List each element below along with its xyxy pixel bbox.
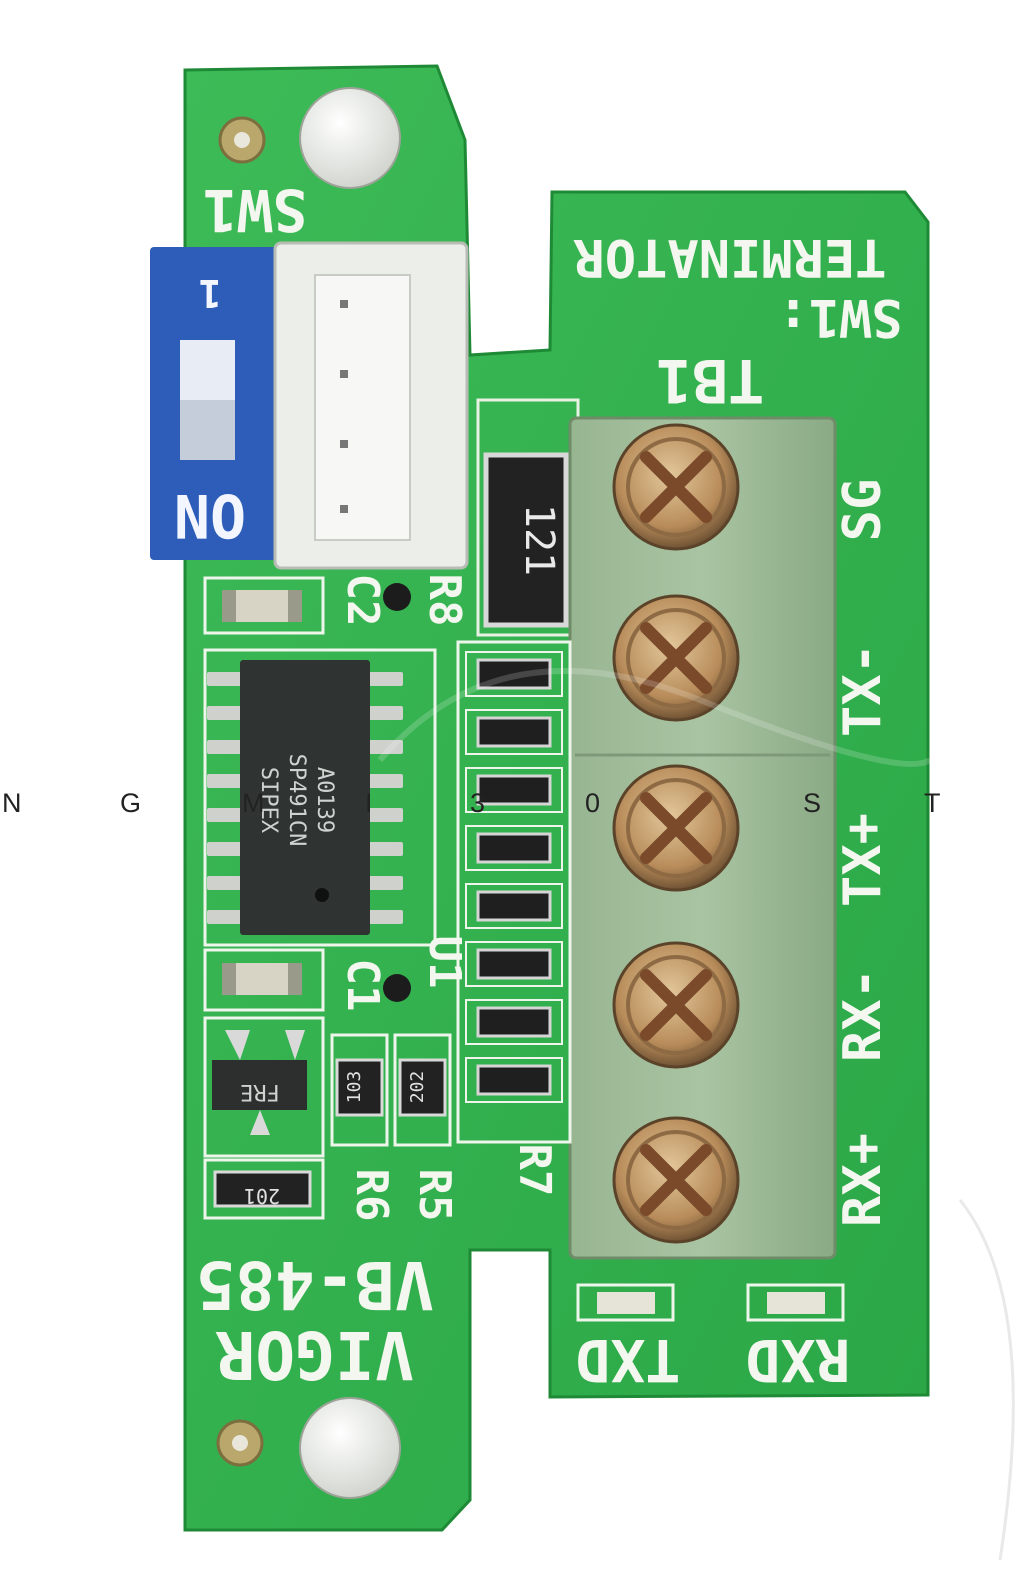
overlay-char: 3 bbox=[470, 788, 487, 818]
terminal-label-rx-plus: RX+ bbox=[833, 1133, 893, 1227]
chip-pin bbox=[368, 774, 403, 788]
chip-pin bbox=[207, 910, 242, 924]
dip-number-label: 1 bbox=[199, 271, 222, 315]
ref-r5: R5 bbox=[409, 1169, 460, 1222]
ref-u1: U1 bbox=[419, 936, 470, 989]
ref-c1: C1 bbox=[337, 959, 388, 1012]
small-chip-code: FRE bbox=[240, 1079, 280, 1104]
terminal-block-ref: TB1 bbox=[656, 345, 764, 415]
resistor-code: 202 bbox=[407, 1071, 428, 1104]
chip-pin bbox=[368, 740, 403, 754]
resistor-code: 201 bbox=[244, 1184, 280, 1208]
terminal-label-tx-minus: TX- bbox=[833, 643, 893, 737]
smd-resistor bbox=[465, 883, 563, 929]
chip-pin bbox=[368, 672, 403, 686]
ref-r8: R8 bbox=[419, 574, 470, 627]
standoff-bottom bbox=[299, 1397, 401, 1499]
terminal-label-sg: SG bbox=[833, 479, 893, 542]
chip-text-line1: SIPEX bbox=[256, 767, 281, 834]
capacitor-c1 bbox=[203, 948, 325, 1012]
smd-resistor bbox=[465, 709, 563, 755]
terminal-label-rx-minus: RX- bbox=[833, 968, 893, 1062]
overlay-char: 0 bbox=[585, 788, 602, 818]
overlay-letter-strip: N G M I 3 0 S T bbox=[0, 788, 1024, 828]
chip-text-line3: A0139 bbox=[312, 767, 337, 833]
terminal-screw[interactable] bbox=[612, 423, 740, 551]
standoff-top bbox=[299, 87, 401, 189]
smd-resistor bbox=[465, 767, 563, 813]
chip-pin bbox=[207, 706, 242, 720]
terminator-note-line1: SW1: bbox=[777, 287, 902, 347]
chip-pin bbox=[207, 842, 242, 856]
led-rxd bbox=[746, 1283, 845, 1322]
led-label-txd: TXD bbox=[576, 1326, 681, 1394]
small-transistor: FRE bbox=[203, 1016, 325, 1158]
resistor-array bbox=[456, 640, 572, 1144]
terminal-label-tx-plus: TX+ bbox=[833, 813, 893, 907]
header-connector bbox=[273, 241, 469, 570]
smd-resistor bbox=[465, 651, 563, 697]
dip-on-label: ON bbox=[174, 480, 246, 550]
ref-c2: C2 bbox=[337, 574, 388, 627]
resistor-121: 121 bbox=[476, 398, 580, 637]
chip-pin bbox=[368, 842, 403, 856]
resistor-121-code: 121 bbox=[516, 504, 562, 576]
smd-resistor bbox=[465, 941, 563, 987]
chip-pin bbox=[207, 774, 242, 788]
ref-r7: R7 bbox=[509, 1144, 560, 1197]
overlay-char: S bbox=[803, 788, 823, 818]
terminal-screw[interactable] bbox=[612, 1116, 740, 1244]
overlay-char: N bbox=[2, 788, 23, 818]
model-name-line1: VIGOR bbox=[215, 1316, 414, 1393]
overlay-char: M bbox=[242, 788, 266, 818]
chip-pin bbox=[368, 808, 403, 822]
smd-resistor bbox=[465, 825, 563, 871]
smd-resistor bbox=[465, 999, 563, 1045]
chip-pin bbox=[207, 876, 242, 890]
chip-pin bbox=[368, 706, 403, 720]
ic-chip: SIPEX SP491CN A0139 bbox=[203, 648, 437, 947]
terminal-screw[interactable] bbox=[612, 764, 740, 892]
overlay-char: G bbox=[120, 788, 143, 818]
model-name-line2: VB-485 bbox=[196, 1246, 434, 1323]
chip-pin bbox=[207, 740, 242, 754]
switch-ref-label: SW1 bbox=[203, 176, 308, 244]
chip-pin bbox=[207, 808, 242, 822]
terminal-screw[interactable] bbox=[612, 594, 740, 722]
led-txd bbox=[576, 1283, 675, 1322]
led-label-rxd: RXD bbox=[746, 1326, 851, 1394]
chip-pin bbox=[368, 910, 403, 924]
ref-r6: R6 bbox=[346, 1169, 397, 1222]
capacitor-c2 bbox=[203, 576, 325, 635]
dip-switch: 1 ON bbox=[150, 247, 280, 560]
terminal-screw[interactable] bbox=[612, 941, 740, 1069]
overlay-char: I bbox=[365, 788, 374, 818]
terminator-note-line2: TERMINATOR bbox=[573, 227, 887, 287]
chip-pin bbox=[207, 672, 242, 686]
smd-resistor bbox=[465, 1057, 563, 1103]
resistor-r6-r5: 103 202 201 bbox=[203, 1033, 452, 1220]
resistor-code: 103 bbox=[344, 1071, 365, 1104]
chip-pin bbox=[368, 876, 403, 890]
overlay-char: T bbox=[924, 788, 942, 818]
chip-text-line2: SP491CN bbox=[284, 754, 309, 847]
